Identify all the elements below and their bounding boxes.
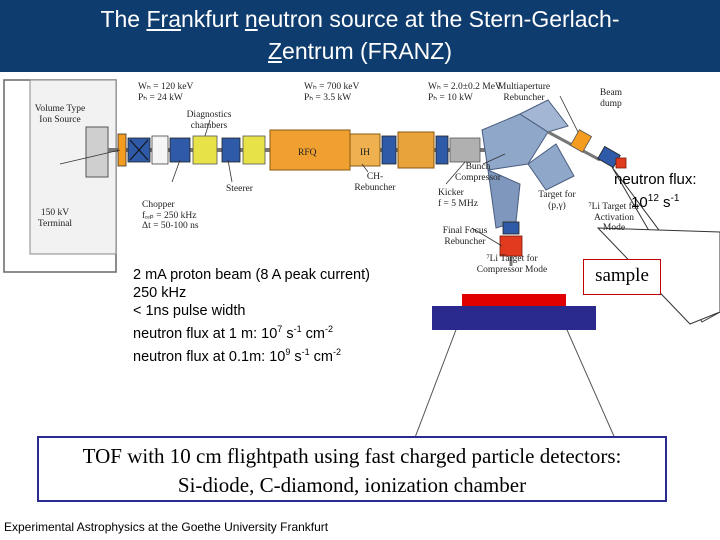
label-ch-rebuncher: CH-Rebuncher — [354, 172, 396, 193]
ih-tank — [349, 133, 381, 167]
flux-unit-exp: -1 — [670, 193, 680, 204]
bunch-compressor-dipole-2 — [518, 99, 569, 133]
label-terminal: 150 kV Terminal — [37, 208, 73, 229]
pointer-steerer — [227, 159, 233, 183]
pointer-diagnostics — [204, 119, 211, 137]
flux-at-0-1m: neutron flux at 0.1m: 109 s-1 cm-2 — [133, 343, 370, 366]
flux-line2: 1012 s-1 — [614, 189, 697, 212]
final-focus-quad — [502, 221, 520, 235]
flux-1m-text: neutron flux at 1 m: 10 — [133, 325, 278, 342]
unit-s-exp: -1 — [293, 324, 302, 334]
pointer-bunch-compressor — [482, 153, 506, 165]
slide-title: The Frankfurt neutron source at the Ster… — [0, 0, 720, 72]
label-ion-source: Volume Type Ion Source — [34, 104, 86, 125]
solenoid-2 — [169, 137, 191, 163]
flux-1m-exp: 7 — [277, 324, 283, 334]
rfq-tank — [269, 129, 351, 171]
beam-dump — [615, 157, 627, 169]
footer-text: Experimental Astrophysics at the Goethe … — [4, 520, 329, 534]
title-text: eutron source at the Stern-Gerlach- — [257, 6, 620, 32]
flux-01m-text: neutron flux at 0.1m: 10 — [133, 348, 286, 365]
bunch-compressor-dipole-1 — [481, 113, 549, 171]
pointer-ch-rebuncher — [361, 163, 369, 173]
title-text: The — [100, 6, 147, 32]
flux-base: 10 — [631, 194, 648, 211]
multiaperture-rebuncher — [569, 129, 593, 153]
pointer-kicker — [445, 161, 466, 185]
flux-line1: neutron flux: — [614, 171, 697, 188]
beam-parameters: 2 mA proton beam (8 A peak current) 250 … — [133, 266, 370, 366]
title-underline-z: Z — [267, 38, 283, 64]
unit-cm-exp: -2 — [333, 346, 342, 357]
neutron-flux-label: neutron flux: 1012 s-1 — [614, 170, 697, 212]
label-beam-dump: Beam dump — [599, 88, 623, 109]
quadrupole — [435, 135, 449, 165]
title-text: nkfurt — [181, 6, 245, 32]
flux-at-1m: neutron flux at 1 m: 107 s-1 cm-2 — [133, 320, 370, 343]
pointer-ion-source — [59, 149, 121, 165]
flux-unit: s — [658, 194, 671, 211]
bunch-compressor-dipole-3 — [527, 143, 575, 191]
kicker-magnet — [449, 137, 481, 163]
label-target-pg: Target for (p,γ) — [538, 190, 576, 211]
label-steerer: Steerer — [226, 184, 253, 194]
beam-rep-rate: 250 kHz — [133, 285, 187, 301]
label-rfq: RFQ — [298, 148, 317, 158]
label-li-compressor: ⁷Li Target for Compressor Mode — [476, 254, 548, 275]
beam-box — [151, 135, 169, 165]
flange-orange — [117, 133, 127, 167]
beam-current: 2 mA proton beam (8 A peak current) — [133, 267, 370, 283]
unit-cm-exp: -2 — [324, 324, 333, 334]
flux-exp: 12 — [647, 193, 659, 204]
diagnostics-chamber-2 — [242, 135, 266, 165]
sample-lithium-target — [462, 294, 566, 308]
beam-pulse-width: < 1ns pulse width — [133, 303, 246, 319]
unit-s: s — [290, 348, 302, 365]
label-final-focus: Final Focus Rebuncher — [442, 226, 488, 247]
unit-cm: cm — [301, 325, 325, 342]
label-ih: IH — [360, 148, 371, 158]
pointer-final-focus — [471, 227, 503, 247]
ch-rebuncher-tank — [397, 131, 435, 169]
sample-holder-backing — [432, 306, 596, 330]
solenoid-mark — [129, 139, 149, 161]
label-bunch-compressor: Bunch Compressor — [455, 162, 501, 183]
unit-cm: cm — [309, 348, 334, 365]
solenoid-3 — [221, 137, 241, 163]
tof-description-box: TOF with 10 cm flightpath using fast cha… — [37, 436, 667, 502]
final-focus-rebuncher — [499, 235, 523, 257]
diagnostics-chamber-1 — [192, 135, 218, 165]
sample-label: sample — [583, 259, 661, 295]
title-underline-n: n — [244, 6, 258, 32]
franz-facility-diagram — [3, 79, 720, 478]
label-diagnostics: Diagnostics chambers — [186, 110, 232, 131]
tof-line1: TOF with 10 cm flightpath using fast cha… — [82, 444, 622, 468]
tof-line2: Si-diode, C-diamond, ionization chamber — [177, 473, 527, 497]
pointer-chopper — [171, 159, 181, 183]
flux-01m-exp: 9 — [285, 346, 291, 357]
ion-source-body — [85, 126, 109, 178]
unit-s-exp: -1 — [301, 346, 310, 357]
pointer-multiaperture — [559, 95, 579, 133]
quadrupole — [381, 135, 397, 165]
label-multiaperture: Multiaperture Rebuncher — [497, 82, 551, 103]
unit-s: s — [282, 325, 294, 342]
title-underline-fra: Fra — [146, 6, 182, 32]
label-li-activation: ⁷Li Target for Activation Mode — [588, 202, 640, 233]
title-text: entrum (FRANZ) — [282, 38, 452, 64]
